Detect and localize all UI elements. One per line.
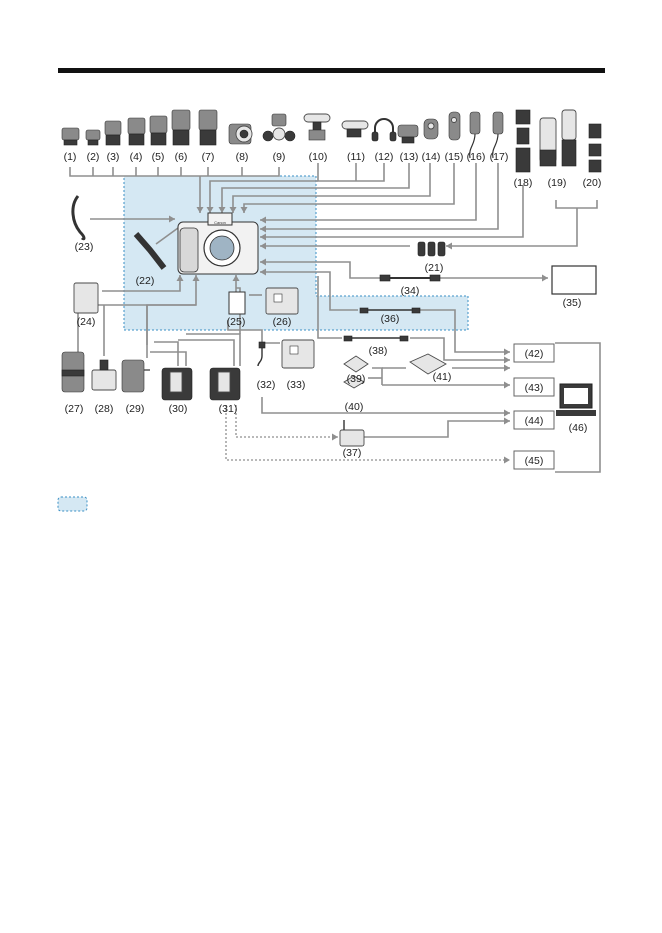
- label-37: (37): [343, 447, 362, 459]
- label-22: (22): [136, 275, 155, 287]
- label-34: (34): [401, 285, 420, 297]
- battery-grip-icon: [210, 368, 240, 400]
- battery-case-icon: [74, 283, 98, 313]
- macro-twin-lite-icon: [263, 114, 295, 141]
- car-charger-icon: [92, 360, 116, 390]
- label-13: (13): [400, 151, 419, 163]
- battery-pack-icon: [229, 292, 245, 314]
- wireless-transmitter-icon: [340, 420, 364, 446]
- camera-brand: Canon: [214, 220, 226, 225]
- label-46: (46): [569, 422, 588, 434]
- label-36: (36): [381, 313, 400, 325]
- label-35: (35): [563, 297, 582, 309]
- label-40: (40): [345, 401, 364, 413]
- hot-shoe-adapter-icon: [398, 125, 418, 143]
- label-9: (9): [273, 151, 286, 163]
- mount-adapter-icon: [418, 242, 445, 256]
- wireless-remote-icon: [449, 112, 460, 140]
- speedlite-flash-icon: [150, 116, 167, 145]
- lens-icon: [540, 110, 576, 166]
- speedlite-flash-icon: [62, 128, 79, 145]
- label-12: (12): [375, 151, 394, 163]
- label-26: (26): [273, 316, 292, 328]
- label-31: (31): [219, 403, 238, 415]
- label-5: (5): [152, 151, 165, 163]
- label-32: (32): [257, 379, 276, 391]
- battery-grip-icon: [162, 368, 192, 400]
- label-11: (11): [347, 151, 365, 163]
- label-8: (8): [236, 151, 249, 163]
- memory-card-icon: [344, 356, 368, 372]
- label-17: (17): [490, 151, 509, 163]
- speedlite-flash-icon: [105, 121, 121, 145]
- label-30: (30): [169, 403, 188, 415]
- label-43: (43): [525, 382, 544, 394]
- hdmi-cable-icon: [380, 275, 440, 281]
- label-20: (20): [583, 177, 602, 189]
- speedlite-flash-icon: [199, 110, 217, 145]
- camera-body: Canon: [178, 213, 258, 274]
- label-33: (33): [287, 379, 306, 391]
- label-19: (19): [548, 177, 567, 189]
- tv-monitor-icon: [552, 266, 596, 294]
- speedlite-flash-icon: [172, 110, 190, 145]
- label-16: (16): [467, 151, 486, 163]
- label-28: (28): [95, 403, 114, 415]
- label-41: (41): [433, 371, 452, 383]
- label-23: (23): [75, 241, 94, 253]
- header-bar: [58, 68, 605, 73]
- label-10: (10): [309, 151, 328, 163]
- speedlite-flash-icon: [86, 130, 100, 145]
- label-6: (6): [175, 151, 188, 163]
- shotgun-microphone-icon: [304, 114, 330, 140]
- speedlite-flash-icon: [128, 118, 145, 145]
- lens-icon: [589, 124, 601, 172]
- ac-adapter-icon: [62, 352, 84, 392]
- label-21: (21): [425, 262, 444, 274]
- battery-charger-icon: [266, 288, 298, 314]
- label-38: (38): [369, 345, 388, 357]
- label-7: (7): [202, 151, 215, 163]
- label-3: (3): [107, 151, 120, 163]
- remote-controller-icon: [424, 119, 438, 139]
- usb-power-adapter-icon: [122, 360, 150, 392]
- legend-swatch: [58, 497, 87, 511]
- interface-cable-icon: [344, 336, 408, 341]
- label-39: (39): [347, 373, 366, 385]
- label-24: (24): [77, 316, 96, 328]
- label-42: (42): [525, 348, 544, 360]
- car-cord-icon: [258, 342, 265, 366]
- label-1: (1): [64, 151, 77, 163]
- label-45: (45): [525, 455, 544, 467]
- macro-ring-lite-icon: [229, 124, 252, 144]
- computer-icon: [556, 384, 596, 416]
- label-29: (29): [126, 403, 145, 415]
- lens-icon: [516, 110, 530, 172]
- label-14: (14): [422, 151, 441, 163]
- stereo-microphone-icon: [342, 121, 368, 137]
- headphones-icon: [372, 119, 396, 141]
- label-44: (44): [525, 415, 544, 427]
- charger-icon: [282, 340, 314, 368]
- hand-strap-icon: [73, 196, 84, 239]
- label-15: (15): [445, 151, 464, 163]
- label-4: (4): [130, 151, 143, 163]
- label-2: (2): [87, 151, 100, 163]
- label-27: (27): [65, 403, 84, 415]
- label-25: (25): [227, 316, 246, 328]
- label-18: (18): [514, 177, 533, 189]
